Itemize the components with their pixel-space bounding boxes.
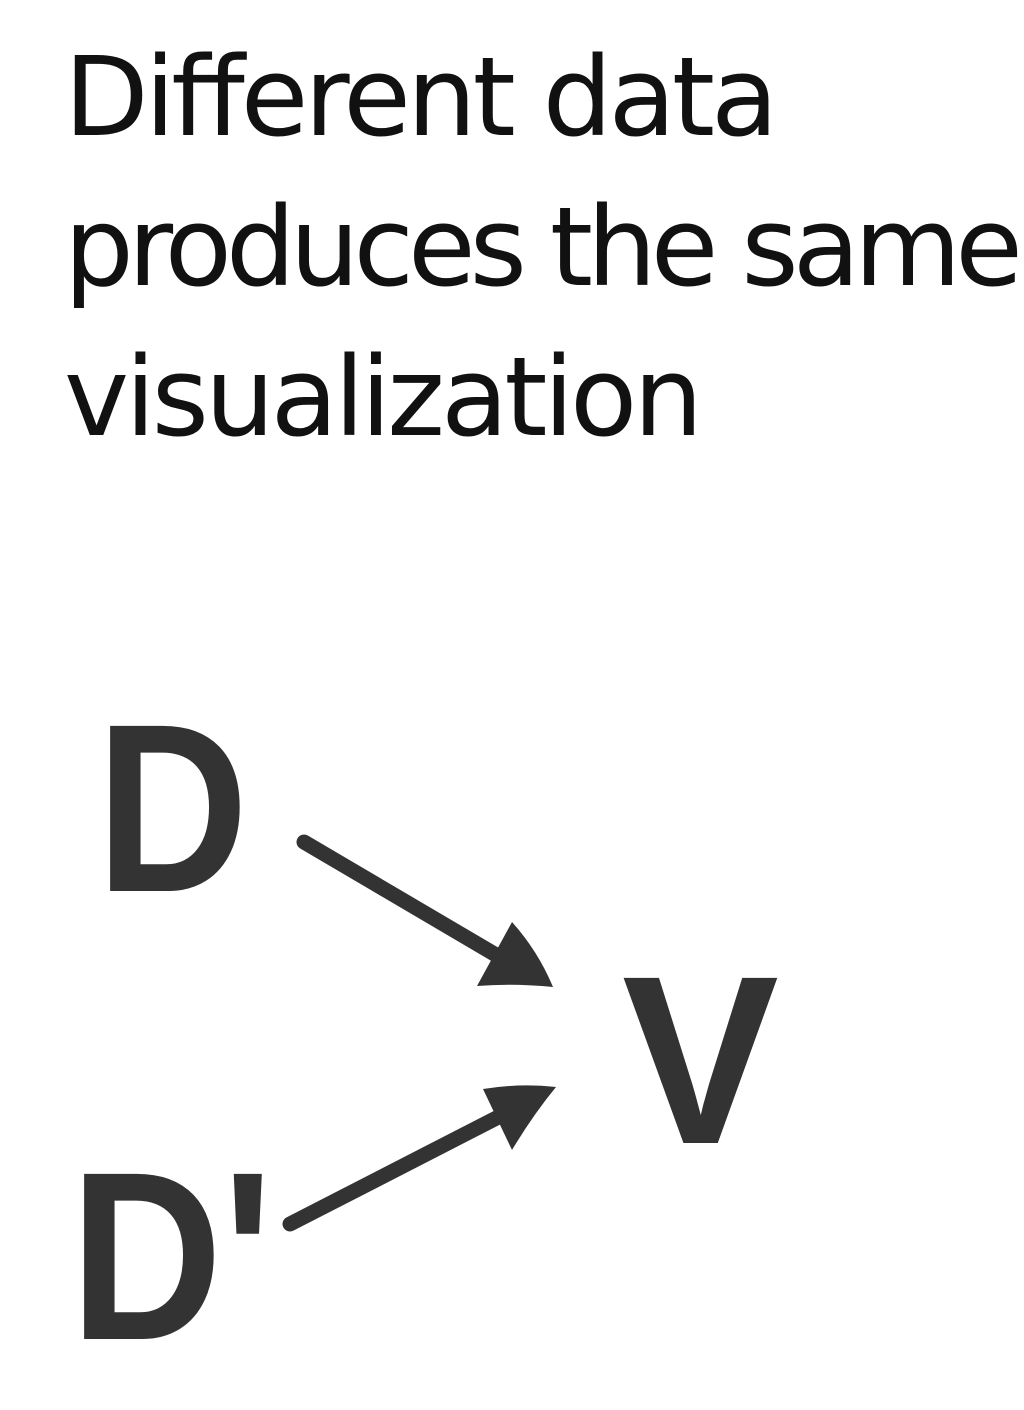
arrow-dprime-to-v — [282, 1085, 556, 1232]
arrow-d-to-v — [296, 834, 553, 987]
arrow-dprime-to-v-head — [483, 1085, 556, 1150]
title-line-2: produces the same — [64, 183, 1023, 311]
title-line-1: Different data — [64, 33, 778, 161]
arrow-dprime-to-v-shaft — [282, 1102, 520, 1232]
page-title: Different data produces the same visuali… — [64, 22, 1023, 472]
arrow-d-to-v-head — [477, 922, 553, 987]
title-line-3: visualization — [64, 333, 703, 461]
arrow-d-to-v-shaft — [296, 834, 516, 970]
node-d-prime-label: D' — [70, 1122, 273, 1390]
node-v-label: V — [622, 926, 779, 1194]
node-d-label: D — [96, 674, 249, 942]
